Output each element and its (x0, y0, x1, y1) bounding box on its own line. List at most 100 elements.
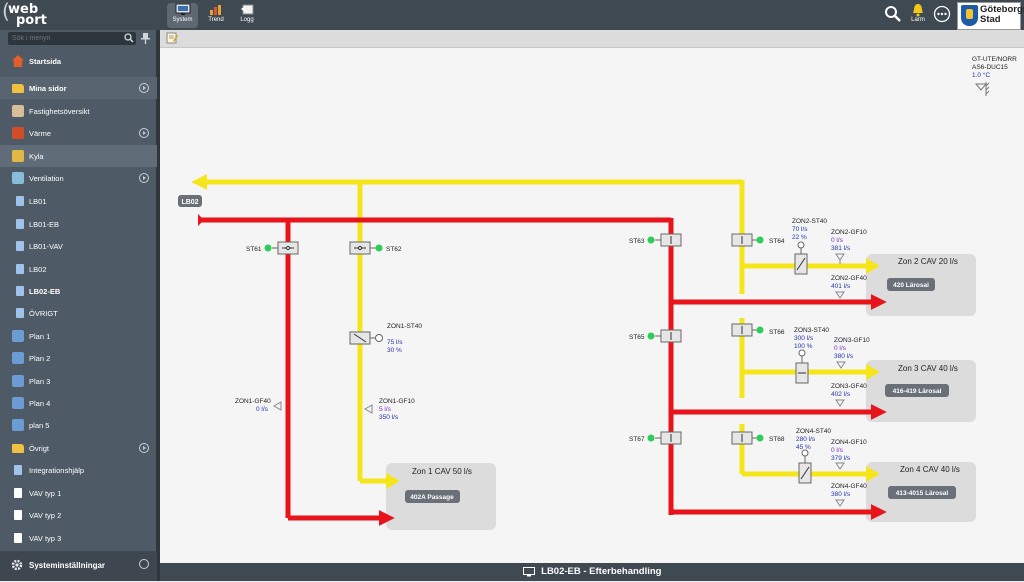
sidebar-item-label: VAV typ 2 (29, 511, 62, 520)
zone1-gf10-sensor-icon (363, 404, 373, 414)
zone4-damper-flow[interactable]: 280 l/s (796, 436, 816, 443)
exhaust-inlet-zone3 (866, 364, 880, 380)
sidebar-item-övrigt[interactable]: ÖVRIGT (0, 302, 157, 324)
coat-of-arms-icon (961, 5, 978, 26)
zone4-vav-damper[interactable] (798, 449, 812, 484)
document-icon (14, 488, 22, 498)
sidebar-item-övrigt[interactable]: Övrigt (0, 437, 157, 459)
damper-st68[interactable]: ST68 (731, 431, 785, 445)
sidebar-item-lb01[interactable]: LB01 (0, 190, 157, 212)
zone4-title: Zon 4 CAV 40 l/s (900, 465, 960, 474)
zone1-gf40-name: ZON1-GF40 (235, 398, 271, 405)
sidebar-item-label: LB01 (29, 197, 47, 206)
sidebar-item-lb01-eb[interactable]: LB01-EB (0, 213, 157, 235)
sidebar-item-värme[interactable]: Värme (0, 122, 157, 144)
alarm-button[interactable]: Larm (907, 3, 929, 28)
outdoor-temp-value[interactable]: 1.0 °C (972, 71, 990, 79)
search-icon[interactable] (124, 33, 134, 43)
chevron-right-icon[interactable] (139, 443, 149, 453)
zone3-vav-damper[interactable] (795, 349, 809, 384)
chevron-right-icon[interactable] (139, 128, 149, 138)
unit-badge[interactable] (178, 195, 202, 207)
outdoor-sensor-icon (974, 82, 990, 96)
sidebar-item-mina-sidor[interactable]: Mina sidor (0, 77, 157, 99)
page-icon (16, 196, 24, 206)
zone3-room-button[interactable] (885, 384, 949, 397)
svg-text:ST66: ST66 (769, 329, 785, 336)
sidebar-item-plan-5[interactable]: plan 5 (0, 414, 157, 436)
zone3-damper-pct[interactable]: 100 % (794, 343, 813, 350)
zone2-damper-flow[interactable]: 70 l/s (792, 226, 808, 233)
zone2-title: Zon 2 CAV 20 l/s (898, 257, 958, 266)
zone2-gf10-value2[interactable]: 381 l/s (831, 245, 851, 252)
sidebar-item-ventilation[interactable]: Ventilation (0, 167, 157, 189)
zone4-damper-pct[interactable]: 45 % (796, 444, 811, 451)
damper-st62[interactable]: ST62 (349, 241, 402, 255)
sidebar-item-plan-3[interactable]: Plan 3 (0, 370, 157, 392)
zone1-vav-damper[interactable] (349, 331, 383, 345)
sidebar-item-lb01-vav[interactable]: LB01-VAV (0, 235, 157, 257)
sidebar-item-lb02-eb[interactable]: LB02-EB (0, 280, 157, 302)
zone3-gf10-value2[interactable]: 380 l/s (834, 353, 854, 360)
webport-logo[interactable]: ( web port (2, 0, 47, 28)
pin-icon[interactable] (141, 33, 150, 44)
zone1-gf40-value[interactable]: 0 l/s (256, 406, 269, 413)
damper-st63[interactable]: ST63 (629, 233, 682, 247)
nav-trend-button[interactable]: Trend (205, 3, 227, 28)
nav-log-button[interactable]: Logg (236, 3, 258, 28)
sidebar-item-label: Startsida (29, 57, 62, 66)
zone1-damper-pct[interactable]: 30 % (387, 347, 402, 354)
damper-st65[interactable]: ST65 (629, 329, 682, 343)
edit-note-icon[interactable] (166, 32, 178, 44)
zone2-damper-pct[interactable]: 22 % (792, 234, 807, 241)
menu-search-input[interactable] (8, 32, 112, 45)
sidebar-item-vav-typ-2[interactable]: VAV typ 2 (0, 504, 157, 526)
sidebar-item-plan-1[interactable]: Plan 1 (0, 325, 157, 347)
sidebar-item-lb02[interactable]: LB02 (0, 258, 157, 280)
sidebar-item-plan-2[interactable]: Plan 2 (0, 347, 157, 369)
nav-system-button[interactable]: System (167, 3, 198, 28)
sidebar-item-startsida[interactable]: Startsida (0, 50, 157, 72)
exhaust-inlet-zone1 (386, 473, 400, 489)
document-icon (14, 510, 22, 520)
sidebar-item-fastighetsöversikt[interactable]: Fastighetsöversikt (0, 100, 157, 122)
more-options-icon[interactable] (933, 5, 951, 23)
zone3-gf10-value[interactable]: 0 l/s (834, 345, 847, 352)
zone3-damper-flow[interactable]: 300 l/s (794, 335, 814, 342)
zone4-room-button[interactable] (888, 486, 956, 499)
zone4-gf10-value2[interactable]: 379 l/s (831, 455, 851, 462)
zone1-gf10-value[interactable]: 5 l/s (379, 406, 392, 413)
sidebar-item-vav-typ-3[interactable]: VAV typ 3 (0, 527, 157, 549)
zone4-gf10-value[interactable]: 0 l/s (831, 447, 844, 454)
zone2-gf10-value[interactable]: 0 l/s (831, 237, 844, 244)
sidebar-item-integrationshjälp[interactable]: Integrationshjälp (0, 459, 157, 481)
zone2-vav-damper[interactable] (794, 241, 808, 275)
zone1-room-button[interactable] (405, 490, 460, 503)
menu-search[interactable] (8, 32, 136, 45)
search-icon[interactable] (884, 5, 902, 23)
sidebar-item-plan-4[interactable]: Plan 4 (0, 392, 157, 414)
zone2-room-button[interactable] (887, 278, 935, 291)
zone4-gf40-value[interactable]: 380 l/s (831, 491, 851, 498)
zone1-gf10-value2[interactable]: 350 l/s (379, 414, 399, 421)
zone1-damper-flow[interactable]: 75 l/s (387, 339, 403, 346)
zone2-room-label: 420 Lärosal (893, 282, 929, 289)
sidebar-item-label: Värme (29, 129, 52, 138)
zone3-gf40-value[interactable]: 402 l/s (831, 391, 851, 398)
system-settings-item[interactable]: Systeminställningar (0, 551, 157, 581)
damper-st66[interactable]: ST66 (731, 323, 785, 337)
heat-icon (12, 127, 24, 139)
sidebar-item-kyla[interactable]: Kyla (0, 145, 157, 167)
sidebar-item-vav-typ-1[interactable]: VAV typ 1 (0, 482, 157, 504)
damper-st61[interactable]: ST61 (246, 241, 299, 255)
sidebar-item-label: LB01-EB (29, 220, 60, 229)
damper-st67[interactable]: ST67 (629, 431, 682, 445)
folder-icon (12, 444, 24, 453)
chevron-right-icon[interactable] (139, 173, 149, 183)
chevron-down-icon (139, 559, 149, 569)
zone2-gf40-value[interactable]: 401 l/s (831, 283, 851, 290)
damper-st64[interactable]: ST64 (731, 233, 785, 247)
chevron-right-icon[interactable] (139, 83, 149, 93)
sidebar-scrollbar[interactable] (156, 30, 160, 581)
sidebar-item-label: LB01-VAV (29, 242, 63, 251)
